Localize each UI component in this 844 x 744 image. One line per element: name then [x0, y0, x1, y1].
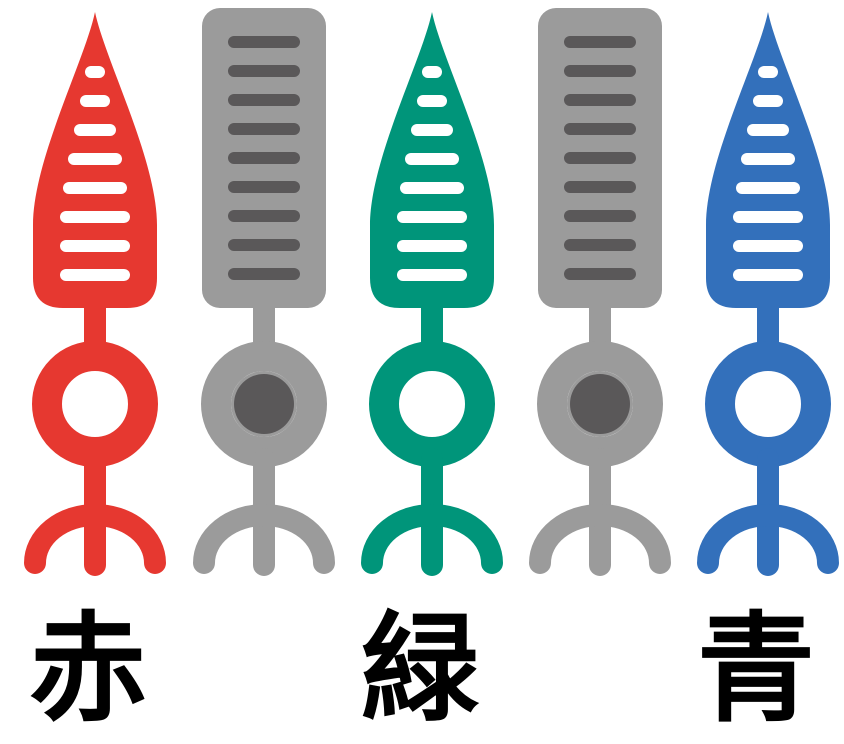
red-cone	[24, 12, 166, 576]
membrane-disc	[564, 239, 636, 251]
synaptic-terminal	[697, 504, 839, 574]
cell-body	[369, 341, 495, 467]
membrane-disc	[228, 36, 300, 48]
membrane-disc	[228, 65, 300, 77]
membrane-disc	[228, 94, 300, 106]
membrane-disc	[733, 240, 803, 252]
membrane-disc	[564, 123, 636, 135]
membrane-disc	[60, 211, 130, 223]
synaptic-terminal	[529, 504, 671, 574]
membrane-disc	[400, 182, 464, 194]
synaptic-terminal	[361, 504, 503, 574]
membrane-disc	[564, 94, 636, 106]
membrane-disc	[228, 268, 300, 280]
membrane-disc	[422, 66, 442, 78]
rod-2	[529, 8, 671, 576]
nucleus	[234, 374, 294, 434]
membrane-disc	[758, 66, 778, 78]
membrane-disc	[397, 211, 467, 223]
green-cone	[361, 12, 503, 576]
membrane-disc	[60, 240, 130, 252]
membrane-disc	[397, 240, 467, 252]
inner-segment-stalk	[84, 295, 106, 355]
inner-segment-stalk	[757, 295, 779, 355]
nucleus	[570, 374, 630, 434]
membrane-disc	[564, 210, 636, 222]
membrane-disc	[753, 95, 783, 107]
membrane-disc	[564, 65, 636, 77]
membrane-disc	[60, 269, 130, 281]
membrane-disc	[405, 153, 459, 165]
synaptic-terminal	[193, 504, 335, 574]
inner-segment-stalk	[253, 295, 275, 355]
membrane-disc	[564, 36, 636, 48]
membrane-disc	[564, 268, 636, 280]
label-blue: 青	[696, 600, 815, 738]
inner-segment-stalk	[589, 295, 611, 355]
membrane-disc	[228, 210, 300, 222]
membrane-disc	[68, 153, 122, 165]
inner-segment-stalk	[421, 295, 443, 355]
membrane-disc	[747, 124, 789, 136]
membrane-disc	[85, 66, 105, 78]
membrane-disc	[564, 181, 636, 193]
membrane-disc	[74, 124, 116, 136]
membrane-disc	[417, 95, 447, 107]
cell-body	[32, 341, 158, 467]
label-red: 赤	[28, 600, 147, 738]
membrane-disc	[397, 269, 467, 281]
membrane-disc	[736, 182, 800, 194]
membrane-disc	[63, 182, 127, 194]
rod-1	[193, 8, 335, 576]
label-green: 緑	[360, 600, 479, 738]
membrane-disc	[228, 152, 300, 164]
membrane-disc	[228, 239, 300, 251]
membrane-disc	[228, 181, 300, 193]
membrane-disc	[80, 95, 110, 107]
membrane-disc	[411, 124, 453, 136]
membrane-disc	[733, 211, 803, 223]
membrane-disc	[228, 123, 300, 135]
synaptic-terminal	[24, 504, 166, 574]
membrane-disc	[564, 152, 636, 164]
membrane-disc	[741, 153, 795, 165]
membrane-disc	[733, 269, 803, 281]
blue-cone	[697, 12, 839, 576]
cell-body	[705, 341, 831, 467]
